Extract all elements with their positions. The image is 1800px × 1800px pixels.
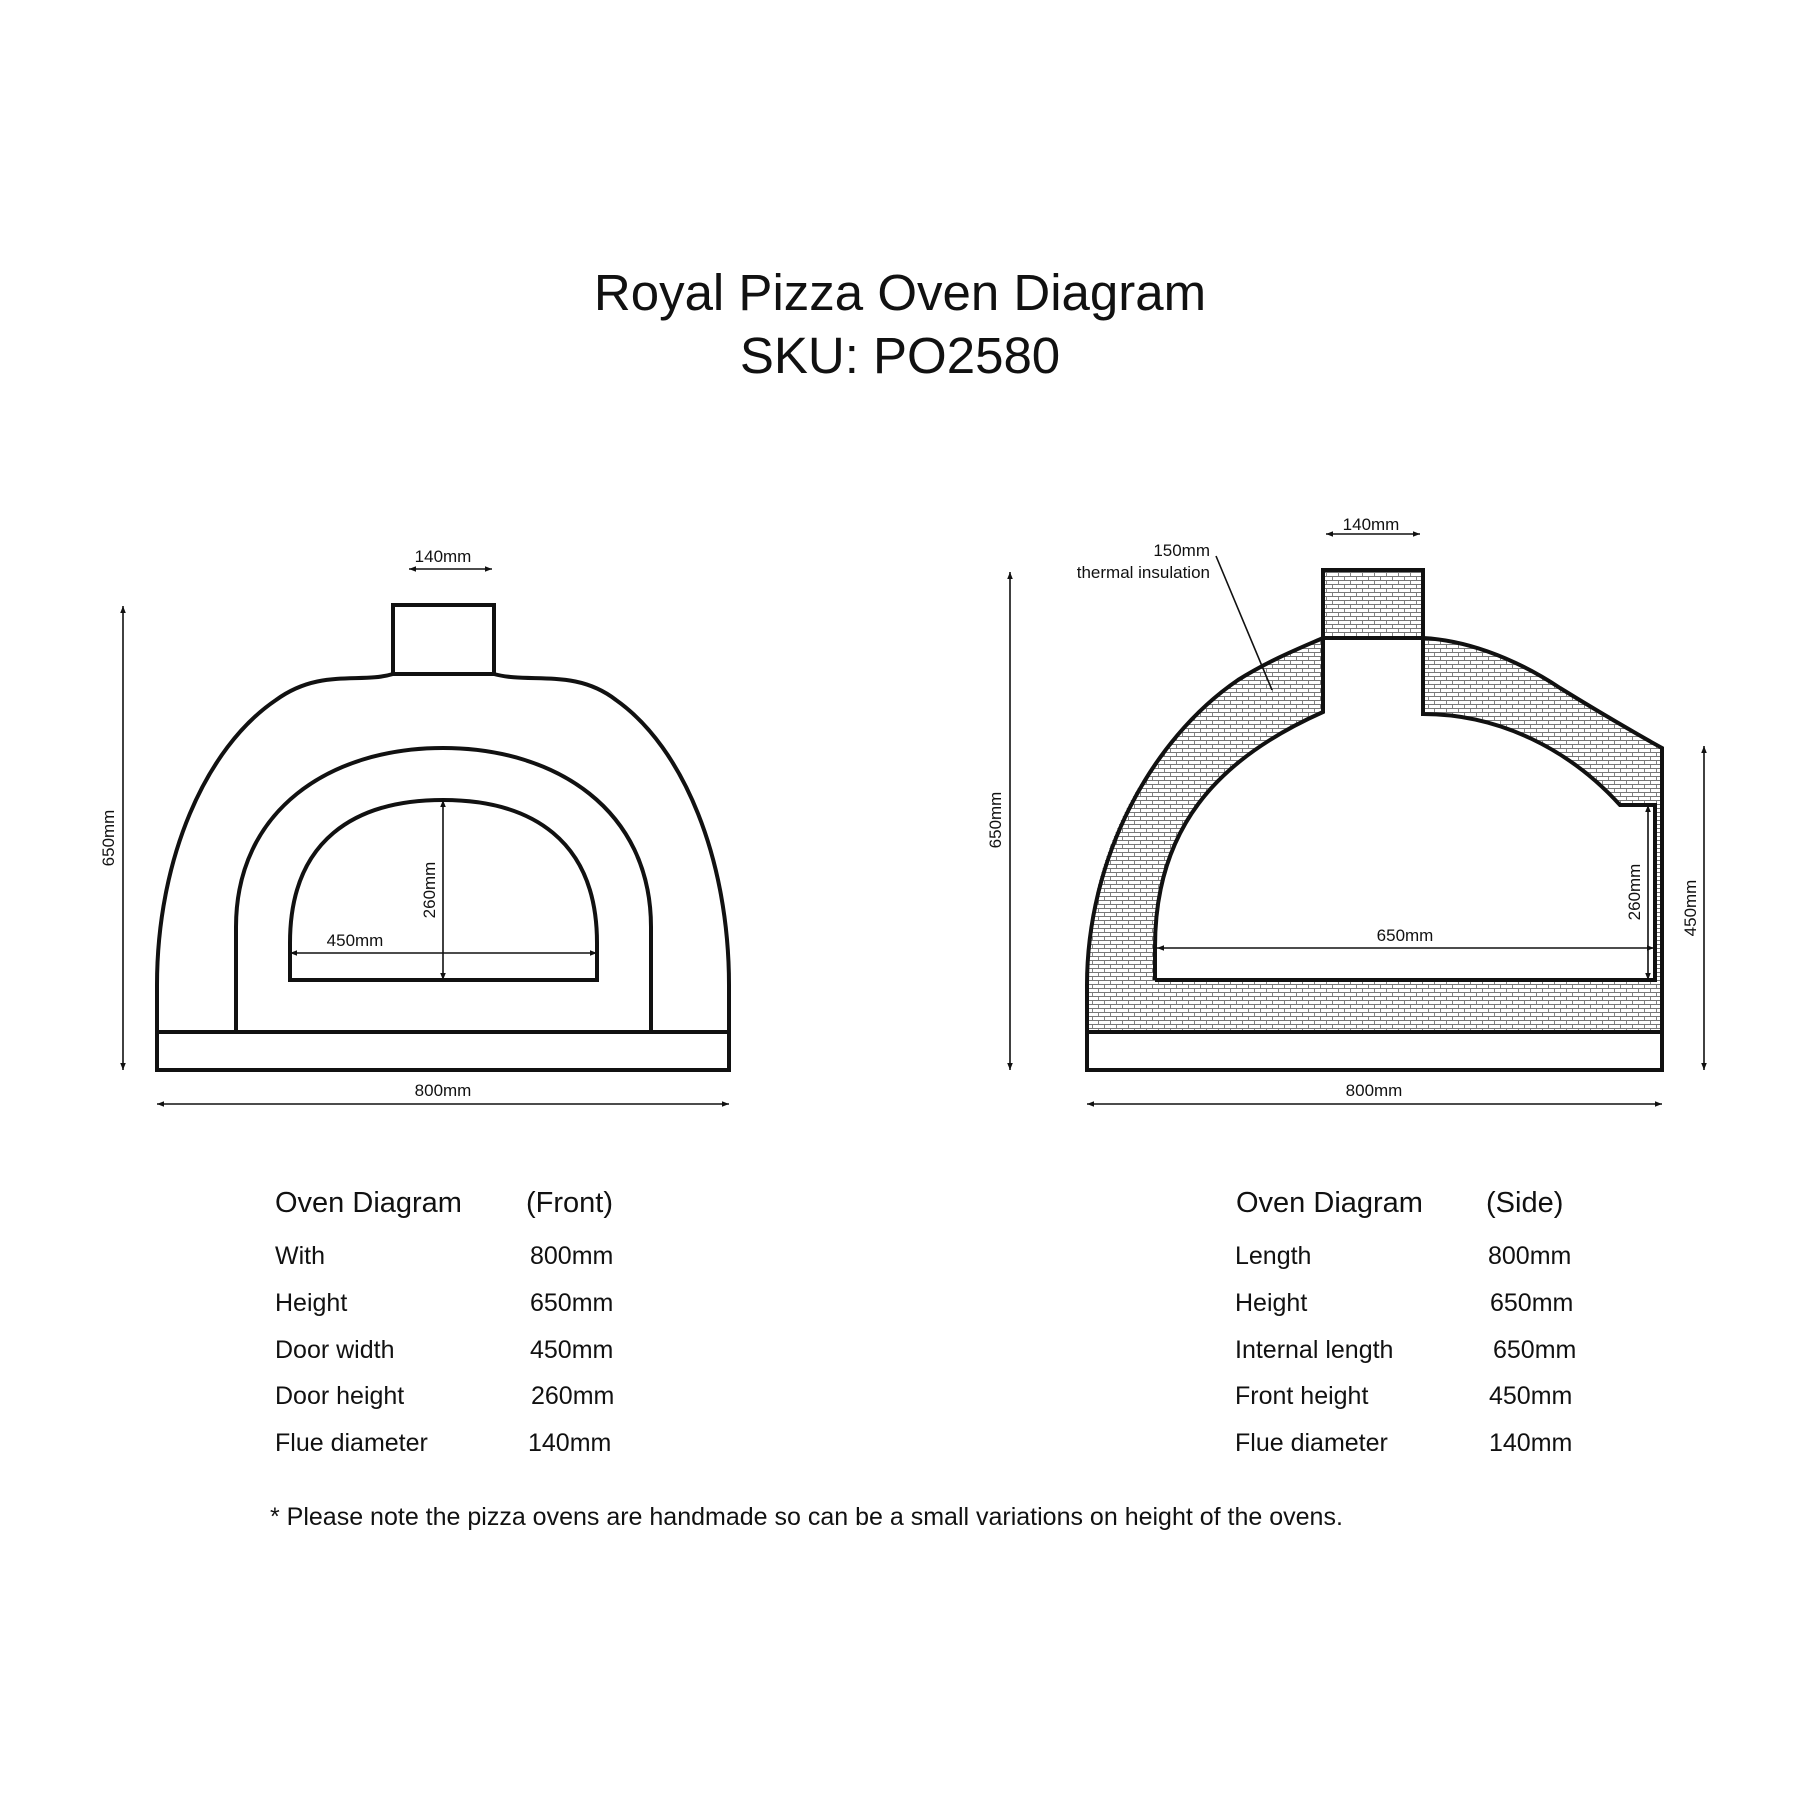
front-spec-row-value: 450mm [530,1336,614,1364]
side-spec-row-label: Flue diameter [1235,1429,1388,1457]
front-spec-row-value: 140mm [528,1429,612,1457]
side-outer-shell [1085,568,1664,1032]
side-spec-row-label: Height [1235,1289,1308,1317]
side-spec-row-value: 140mm [1489,1429,1573,1457]
side-front-height-dim-label: 450mm [1681,880,1700,937]
side-cavity [1155,638,1655,980]
front-door-width-dim-label: 450mm [327,931,384,950]
side-spec-row-label: Internal length [1235,1336,1394,1364]
front-spec-header-label: Oven Diagram [275,1187,462,1219]
side-flue-dim-label: 140mm [1343,515,1400,534]
sku-label: SKU: PO2580 [739,327,1061,384]
diagram-title: Royal Pizza Oven Diagram [593,264,1207,321]
front-spec-row-label: Flue diameter [275,1429,428,1457]
front-spec-row-label: Height [275,1289,348,1317]
side-length-dim-label: 800mm [1346,1081,1403,1100]
side-inner-height-dim-label: 260mm [1625,864,1644,921]
front-flue-dim-label: 140mm [415,547,472,566]
side-cavity-outline [1153,638,1657,982]
front-door-surround [234,745,653,1032]
side-spec-row-value: 800mm [1488,1242,1572,1270]
side-base-slab [1085,1030,1664,1072]
front-height-dim-label: 650mm [99,810,118,867]
side-spec-header-value: (Side) [1486,1187,1564,1219]
side-insulation-label: thermal insulation [1077,563,1210,582]
side-spec-header-label: Oven Diagram [1236,1187,1423,1219]
side-spec-row-label: Front height [1235,1382,1369,1410]
side-spec-row-value: 450mm [1489,1382,1573,1410]
front-outer-dome [155,603,731,1032]
side-spec-row-value: 650mm [1493,1336,1577,1364]
side-insulation-thickness-label: 150mm [1153,541,1210,560]
front-base-slab [155,1030,731,1072]
front-spec-row-label: Door width [275,1336,395,1364]
side-internal-length-dim-label: 650mm [1377,926,1434,945]
side-spec-row-label: Length [1235,1242,1312,1270]
front-spec-row-label: With [275,1242,325,1270]
front-door-height-dim-label: 260mm [420,862,439,919]
handmade-note: * Please note the pizza ovens are handma… [270,1503,1343,1531]
side-spec-row-value: 650mm [1490,1289,1574,1317]
side-height-dim-label: 650mm [986,792,1005,849]
side-insulation-leader [1215,555,1273,691]
front-spec-row-value: 800mm [530,1242,614,1270]
front-spec-header-value: (Front) [526,1187,613,1219]
front-spec-row-value: 650mm [530,1289,614,1317]
front-width-dim-label: 800mm [415,1081,472,1100]
front-spec-row-label: Door height [275,1382,405,1410]
side-view [1085,568,1664,1072]
front-spec-row-value: 260mm [531,1382,615,1410]
